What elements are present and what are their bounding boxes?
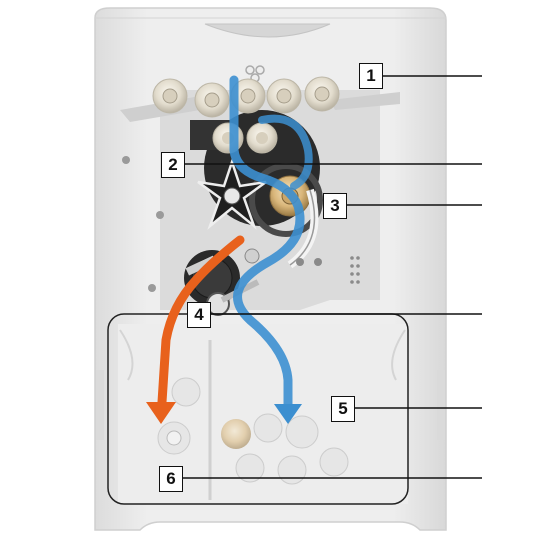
callout-5: 5 (331, 396, 355, 422)
top-rollers (152, 76, 340, 154)
callout-1: 1 (359, 63, 383, 89)
callout-6: 6 (159, 466, 183, 492)
callout-3: 3 (323, 193, 347, 219)
blue-flow-loop (258, 114, 313, 190)
leader-lines (182, 75, 482, 479)
callout-4: 4 (187, 302, 211, 328)
vent-holes (350, 256, 360, 284)
orange-flow-path (157, 235, 245, 407)
flow-paths (146, 75, 313, 424)
orange-arrowhead (146, 402, 176, 424)
blue-arrowhead (274, 404, 302, 424)
callout-2: 2 (161, 152, 185, 178)
star-impeller (197, 158, 267, 230)
blue-flow-path (229, 75, 305, 409)
